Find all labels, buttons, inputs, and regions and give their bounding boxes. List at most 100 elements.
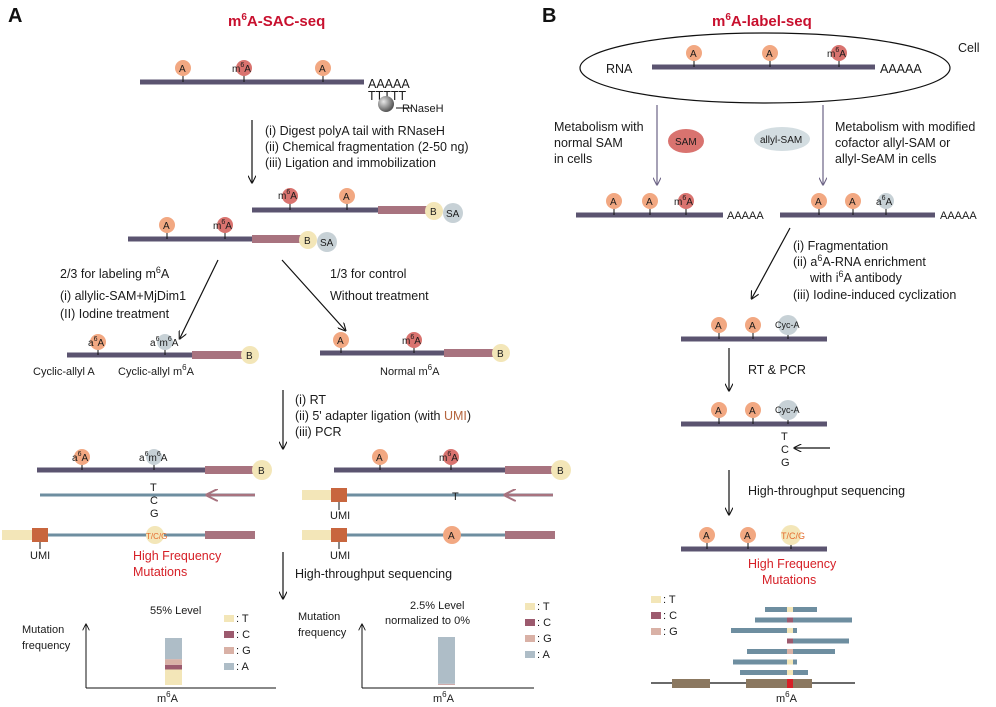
svg-text:allyl-SeAM in cells: allyl-SeAM in cells bbox=[835, 152, 936, 166]
immobilized-fragments: m6A A B SA A m6A B SA bbox=[128, 188, 463, 252]
svg-text:A: A bbox=[690, 49, 697, 60]
svg-text:A: A bbox=[376, 453, 383, 464]
legend-label: : C bbox=[236, 629, 250, 641]
sequencing-read bbox=[731, 628, 797, 633]
steps-b-text: (i) Fragmentation bbox=[793, 239, 888, 253]
rt-pcr-text: RT & PCR bbox=[748, 363, 806, 377]
svg-text:cofactor allyl-SAM or: cofactor allyl-SAM or bbox=[835, 136, 950, 150]
svg-text:A: A bbox=[703, 531, 710, 542]
read-mutation bbox=[787, 607, 793, 612]
arrow-control-branch bbox=[281, 259, 345, 330]
svg-text:B: B bbox=[258, 466, 265, 477]
svg-text:T: T bbox=[452, 491, 459, 503]
svg-text:normalized to 0%: normalized to 0% bbox=[385, 615, 470, 627]
bar-segment-T bbox=[165, 669, 182, 685]
panel-a-title: m6A-SAC-seq bbox=[228, 12, 325, 30]
legend-swatch bbox=[224, 647, 234, 654]
metab-normal-text: Metabolism with bbox=[554, 120, 644, 134]
svg-text:High Frequency: High Frequency bbox=[133, 549, 222, 563]
svg-text:55% Level: 55% Level bbox=[150, 605, 201, 617]
svg-text:a6A: a6A bbox=[88, 336, 104, 349]
svg-text:T: T bbox=[781, 431, 788, 443]
panel-b-title: m6A-label-seq bbox=[712, 12, 812, 30]
svg-text:A: A bbox=[646, 197, 653, 208]
svg-text:m6A: m6A bbox=[213, 219, 232, 232]
normal-rna-b: A A m6A AAAAA bbox=[576, 193, 764, 222]
panel-a-label: A bbox=[8, 5, 22, 27]
svg-text:SA: SA bbox=[320, 238, 334, 249]
svg-text:A: A bbox=[766, 49, 773, 60]
sequencing-read bbox=[787, 638, 849, 644]
svg-text:T/C/G: T/C/G bbox=[146, 532, 167, 541]
svg-text:m6A: m6A bbox=[433, 690, 455, 705]
svg-text:A: A bbox=[337, 336, 344, 347]
legend-swatch bbox=[525, 635, 535, 642]
cell-diagram: Cell RNA A A m6A AAAAA bbox=[579, 32, 980, 104]
rnaseh-enzyme-icon bbox=[378, 96, 394, 112]
legend-label: : T bbox=[663, 594, 676, 606]
svg-text:A: A bbox=[849, 197, 856, 208]
read-mutation bbox=[787, 617, 793, 623]
svg-text:m6A: m6A bbox=[776, 690, 798, 705]
svg-text:B: B bbox=[557, 466, 564, 477]
svg-text:A: A bbox=[319, 64, 326, 75]
panel-b-label: B bbox=[542, 5, 556, 27]
svg-text:m6A: m6A bbox=[278, 189, 297, 202]
svg-text:(iii) Iodine-induced cyclizati: (iii) Iodine-induced cyclization bbox=[793, 288, 956, 302]
svg-text:SAM: SAM bbox=[675, 137, 697, 148]
svg-text:AAAAA: AAAAA bbox=[940, 210, 977, 222]
arrow-fragmentation bbox=[752, 227, 791, 298]
svg-text:T/C/G: T/C/G bbox=[781, 531, 805, 541]
svg-text:TTTTT: TTTTT bbox=[368, 89, 407, 103]
svg-text:SA: SA bbox=[446, 209, 460, 220]
svg-text:A: A bbox=[448, 531, 455, 542]
svg-text:Cyclic-allyl m6A: Cyclic-allyl m6A bbox=[118, 363, 195, 378]
legend-label: : C bbox=[663, 610, 677, 622]
bar-segment-C bbox=[165, 664, 182, 670]
svg-text:Cyc-A: Cyc-A bbox=[775, 405, 800, 415]
svg-text:a6A: a6A bbox=[876, 195, 892, 208]
svg-text:A: A bbox=[179, 64, 186, 75]
svg-text:2.5% Level: 2.5% Level bbox=[410, 600, 464, 612]
svg-text:A: A bbox=[749, 321, 756, 332]
bar-segment-A bbox=[165, 638, 182, 660]
svg-text:m6A: m6A bbox=[402, 334, 421, 347]
svg-text:G: G bbox=[150, 508, 159, 520]
svg-text:(iii) Ligation and immobilizat: (iii) Ligation and immobilization bbox=[265, 156, 436, 170]
svg-text:normal SAM: normal SAM bbox=[554, 136, 623, 150]
legend-swatch bbox=[224, 631, 234, 638]
legend-swatch bbox=[525, 651, 535, 658]
svg-text:frequency: frequency bbox=[22, 640, 71, 652]
svg-text:UMI: UMI bbox=[30, 550, 50, 562]
svg-text:AAAAA: AAAAA bbox=[368, 77, 410, 91]
legend-swatch bbox=[525, 603, 535, 610]
read-mutation bbox=[787, 659, 793, 665]
svg-text:A: A bbox=[749, 406, 756, 417]
allyl-rna-b: A A a6A AAAAA bbox=[780, 193, 977, 222]
rt-product-labeled: a6A a6m6A B T C G T/C/G UMI High Frequen… bbox=[2, 449, 272, 579]
sequencing-read bbox=[755, 617, 852, 623]
svg-text:RNaseH: RNaseH bbox=[402, 103, 444, 115]
svg-text:Cell: Cell bbox=[958, 41, 980, 55]
svg-text:Mutation: Mutation bbox=[22, 624, 64, 636]
svg-text:UMI: UMI bbox=[330, 550, 350, 562]
svg-text:C: C bbox=[781, 444, 789, 456]
svg-text:A: A bbox=[744, 531, 751, 542]
metab-mod-text: Metabolism with modified bbox=[835, 120, 975, 134]
legend-label: : G bbox=[537, 633, 552, 645]
legend-label: : T bbox=[537, 601, 550, 613]
mutation-chart-control: 2.5% Level normalized to 0% Mutation fre… bbox=[298, 600, 552, 705]
svg-text:B: B bbox=[497, 349, 504, 360]
labeled-fragment: a6A a6m6A B Cyclic-allyl A Cyclic-allyl … bbox=[33, 334, 259, 378]
svg-text:A: A bbox=[815, 197, 822, 208]
svg-text:frequency: frequency bbox=[298, 627, 347, 639]
legend-label: : G bbox=[236, 645, 251, 657]
svg-text:Cyc-A: Cyc-A bbox=[775, 320, 800, 330]
hts-text-a: High-throughput sequencing bbox=[295, 567, 452, 581]
svg-text:G: G bbox=[781, 457, 790, 469]
svg-text:a6m6A: a6m6A bbox=[150, 336, 179, 349]
svg-text:A: A bbox=[715, 406, 722, 417]
svg-text:Mutation: Mutation bbox=[298, 611, 340, 623]
svg-text:m6A: m6A bbox=[157, 690, 179, 705]
